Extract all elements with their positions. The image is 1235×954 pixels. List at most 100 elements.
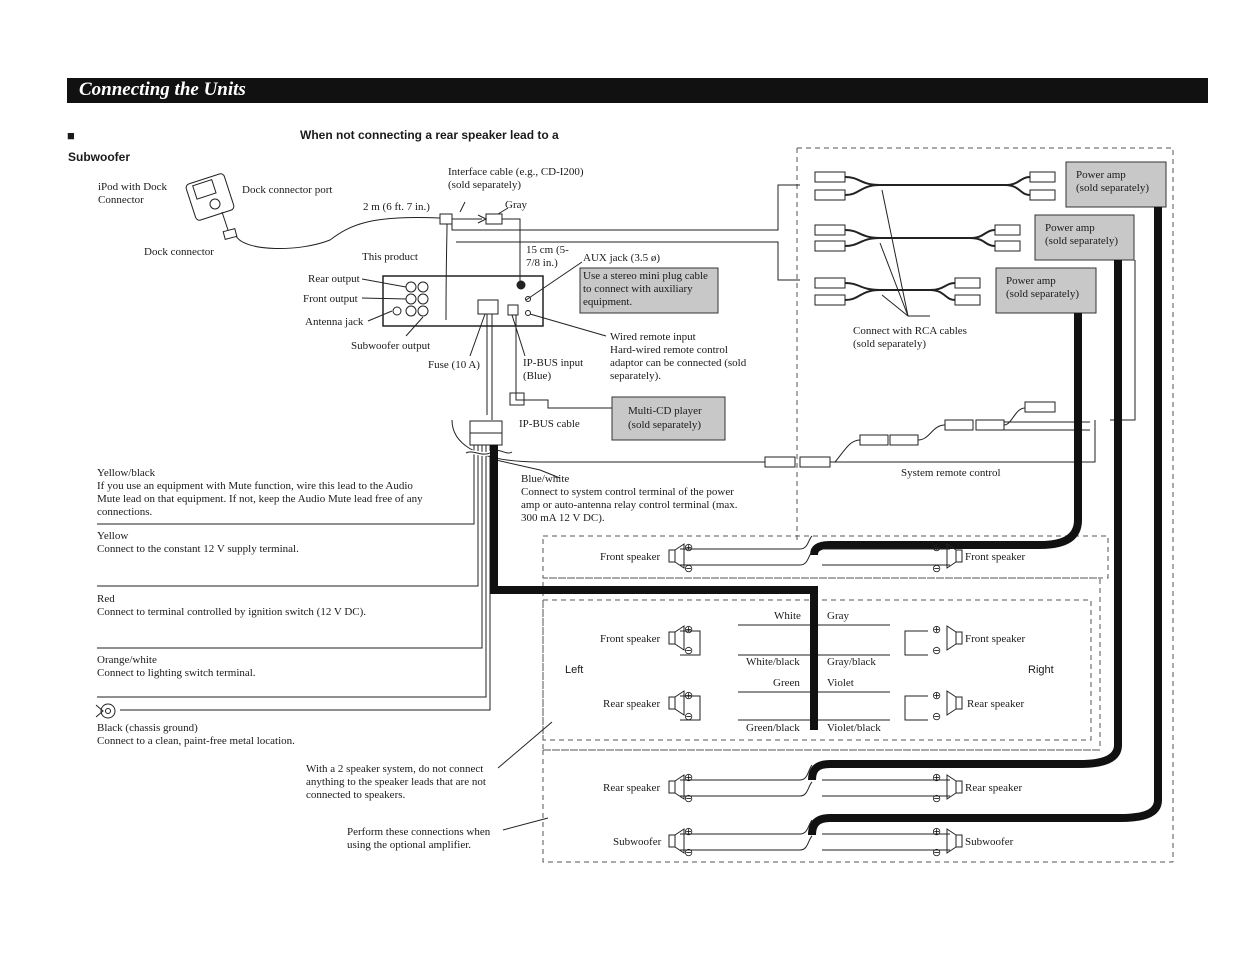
- black-ground-2: Connect to a clean, paint-free metal loc…: [97, 735, 295, 747]
- rear-speaker-label-r2: Rear speaker: [965, 782, 1022, 794]
- ipod-label-1: iPod with Dock: [98, 181, 168, 193]
- minus-icon: ⊖: [684, 793, 693, 805]
- interface-cable-connector: [439, 213, 503, 225]
- rear-speaker-label-r1: Rear speaker: [967, 698, 1024, 710]
- minus-icon: ⊖: [932, 645, 941, 657]
- this-product-label: This product: [362, 251, 418, 263]
- black-ground-1: Black (chassis ground): [97, 722, 198, 734]
- system-remote-label: System remote control: [901, 467, 1001, 479]
- plus-icon: ⊕: [932, 690, 941, 702]
- dock-cable: [235, 216, 441, 250]
- red-1: Red: [97, 593, 115, 605]
- dock-connector-label: Dock connector: [144, 246, 214, 258]
- plus-icon: ⊕: [684, 690, 693, 702]
- blue-white-4: 300 mA 12 V DC).: [521, 512, 605, 524]
- note-2speaker-2: anything to the speaker leads that are n…: [306, 776, 486, 788]
- plus-icon: ⊕: [932, 772, 941, 784]
- wire-gray-black: Gray/black: [827, 656, 876, 668]
- harness-connector: [469, 420, 503, 434]
- note-2speaker-3: connected to speakers.: [306, 789, 406, 801]
- minus-icon: ⊖: [932, 563, 941, 575]
- minus-icon: ⊖: [932, 793, 941, 805]
- speaker-icons: [668, 543, 963, 854]
- fuse-label: Fuse (10 A): [428, 359, 480, 371]
- plus-icon: ⊕: [684, 826, 693, 838]
- power-amp-3: [995, 267, 1097, 314]
- aux-note-3: equipment.: [583, 296, 632, 308]
- speaker-harness-main: [490, 445, 818, 730]
- ipod-label-2: Connector: [98, 194, 144, 206]
- interface-cable-label-1: Interface cable (e.g., CD-I200): [448, 166, 584, 178]
- note-2speaker-1: With a 2 speaker system, do not connect: [306, 763, 483, 775]
- power-amp-3-line1: Power amp: [1006, 275, 1056, 287]
- front-speaker-label-l2: Front speaker: [600, 633, 661, 645]
- wire-violet: Violet: [827, 677, 854, 689]
- wire-white-black: White/black: [746, 656, 800, 668]
- length-15cm-2: 7/8 in.): [526, 257, 558, 269]
- speaker-wires: [680, 535, 950, 851]
- dock-port-label: Dock connector port: [242, 184, 332, 196]
- power-amp-1: [1065, 161, 1167, 208]
- power-amp-1-line1: Power amp: [1076, 169, 1126, 181]
- wired-remote-4: separately).: [610, 370, 661, 382]
- orange-white-2: Connect to lighting switch terminal.: [97, 667, 256, 679]
- heading-bullet: ■: [67, 128, 75, 143]
- power-amp-2: [1034, 214, 1135, 261]
- wired-remote-1: Wired remote input: [610, 331, 696, 343]
- note-amp-1: Perform these connections when: [347, 826, 491, 838]
- left-label: Left: [565, 664, 583, 676]
- yellow-black-3: Mute lead on that equipment. If not, kee…: [97, 493, 423, 505]
- wire-green-black: Green/black: [746, 722, 800, 734]
- aux-cable: [502, 218, 521, 285]
- minus-icon: ⊖: [684, 847, 693, 859]
- yellow-black-4: connections.: [97, 506, 153, 518]
- plus-icon: ⊕: [932, 542, 941, 554]
- minus-icon: ⊖: [684, 645, 693, 657]
- front-speaker-label-r1: Front speaker: [965, 551, 1026, 563]
- blue-white-2: Connect to system control terminal of th…: [521, 486, 734, 498]
- ipbus-plug: [509, 392, 525, 406]
- antenna-jack-label: Antenna jack: [305, 316, 364, 328]
- front-speaker-label-l1: Front speaker: [600, 551, 661, 563]
- section-title-bar: Connecting the Units: [67, 78, 1208, 103]
- ipbus-cable-label: IP-BUS cable: [519, 418, 580, 430]
- wired-remote-2: Hard-wired remote control: [610, 344, 728, 356]
- multi-cd-box: [611, 396, 726, 441]
- wire-green: Green: [773, 677, 800, 689]
- ground-terminal: [95, 703, 116, 719]
- rca-label-1: Connect with RCA cables: [853, 325, 967, 337]
- subwoofer-output-label: Subwoofer output: [351, 340, 430, 352]
- plus-icon: ⊕: [684, 542, 693, 554]
- interface-cable-down: [445, 223, 448, 321]
- ipbus-lead: [515, 315, 612, 409]
- gray-label: Gray: [505, 199, 527, 211]
- ipod-device-icon: [185, 173, 238, 241]
- yellow-black-2: If you use an equipment with Mute functi…: [97, 480, 413, 492]
- front-output-label: Front output: [303, 293, 358, 305]
- head-unit: [382, 275, 544, 327]
- plus-icon: ⊕: [684, 772, 693, 784]
- blue-white-3: amp or auto-antenna relay control termin…: [521, 499, 738, 511]
- front-speaker-label-r2: Front speaker: [965, 633, 1026, 645]
- length-15cm-1: 15 cm (5-: [526, 244, 569, 256]
- dock-connector-leader: [221, 211, 229, 231]
- power-amp-2-line1: Power amp: [1045, 222, 1095, 234]
- minus-icon: ⊖: [932, 847, 941, 859]
- aux-jack-label: AUX jack (3.5 ø): [583, 252, 660, 264]
- heading-line-1: When not connecting a rear speaker lead …: [300, 128, 559, 142]
- power-amp-2-line2: (sold separately): [1045, 235, 1118, 247]
- aux-note-box: [579, 267, 719, 314]
- yellow-1: Yellow: [97, 530, 128, 542]
- subwoofer-label-l: Subwoofer: [613, 836, 662, 848]
- minus-icon: ⊖: [684, 711, 693, 723]
- rear-speaker-label-l1: Rear speaker: [603, 698, 660, 710]
- wire-white: White: [774, 610, 801, 622]
- right-label: Right: [1028, 664, 1054, 676]
- ipbus-input-label-1: IP-BUS input: [523, 357, 583, 369]
- multicd-label-1: Multi-CD player: [628, 405, 702, 417]
- rca-label-2: (sold separately): [853, 338, 926, 350]
- red-2: Connect to terminal controlled by igniti…: [97, 606, 366, 618]
- minus-icon: ⊖: [684, 563, 693, 575]
- minus-icon: ⊖: [932, 711, 941, 723]
